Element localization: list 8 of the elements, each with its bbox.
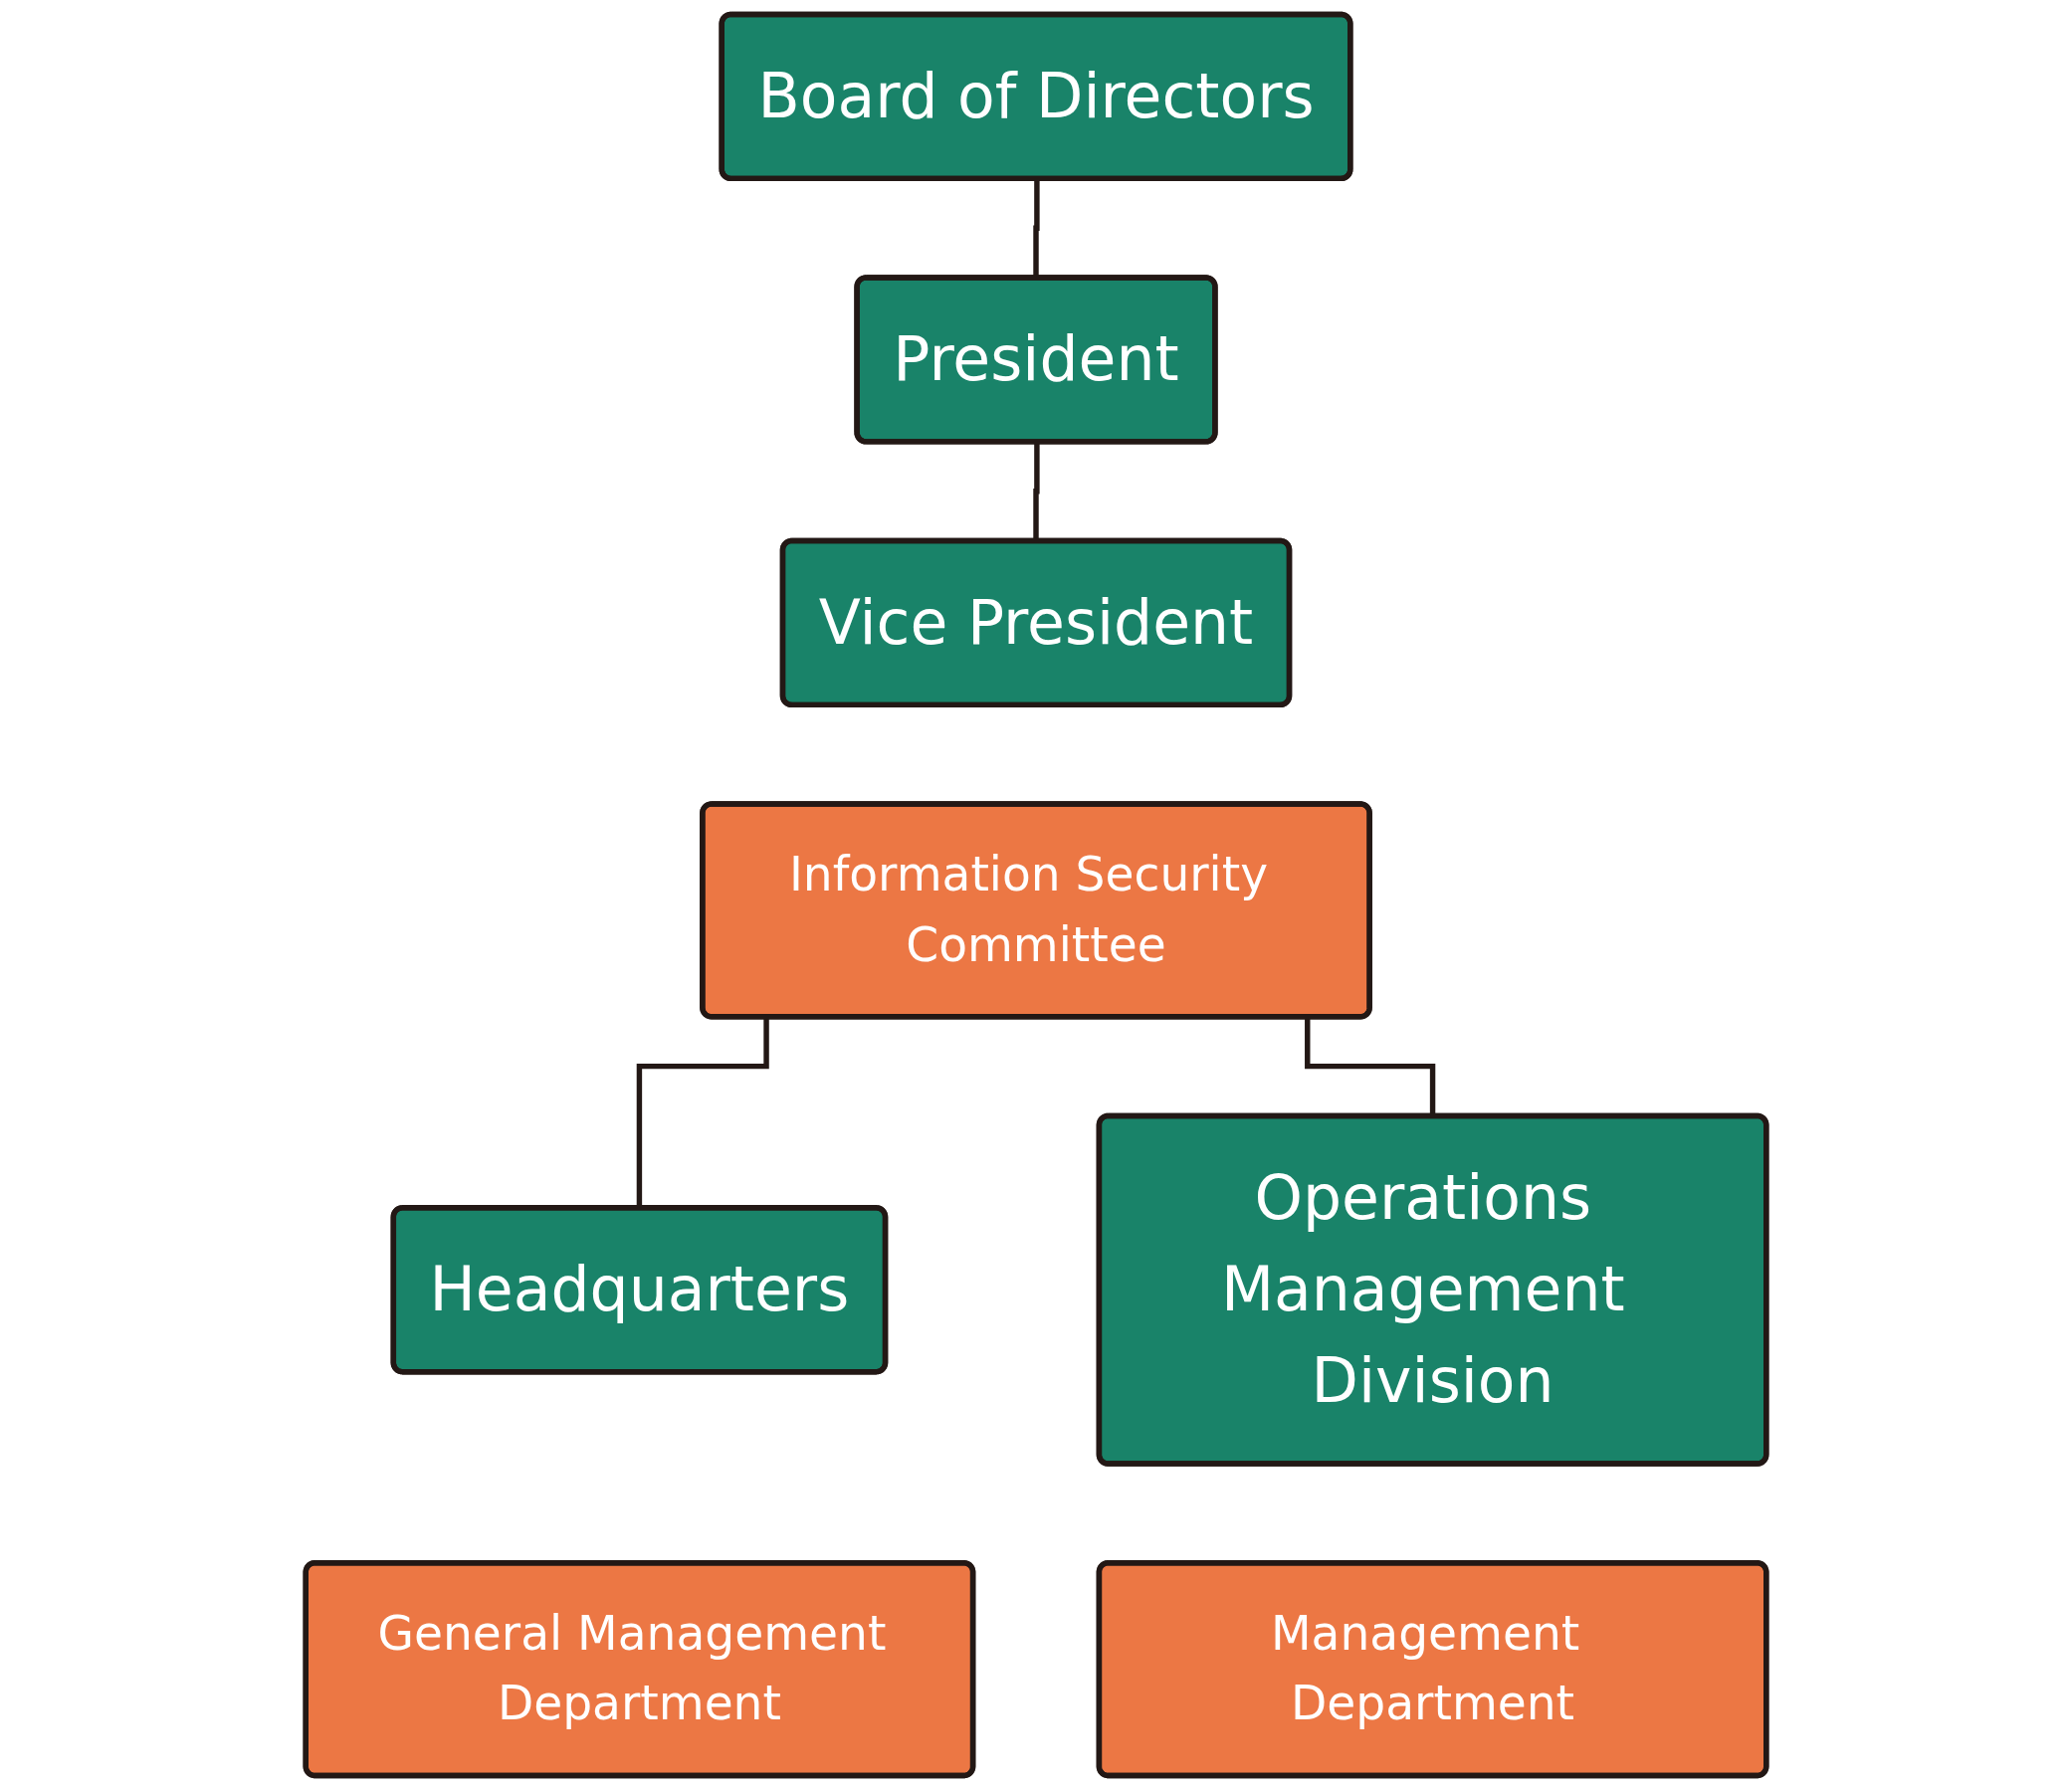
org-box: Board of Directors [719,11,1353,182]
org-box: General Management Department [303,1560,976,1779]
org-box: Management Department [1096,1560,1769,1779]
org-box: Headquarters [390,1205,889,1375]
org-box: Information Security Committee [700,801,1372,1020]
org-box: President [854,275,1218,445]
org-box: Operations Management Division [1096,1112,1769,1467]
org-box: Vice President [779,537,1293,708]
